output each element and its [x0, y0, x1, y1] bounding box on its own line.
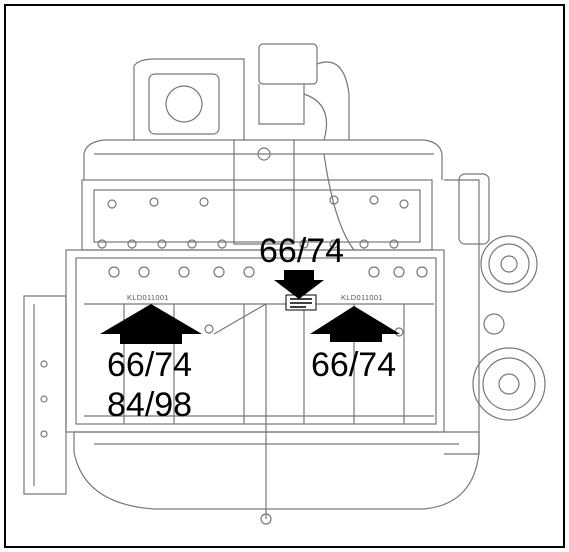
engine-diagram-frame: KLD011001 KLD011001 66/74 66/74 84/98 66…	[4, 4, 565, 548]
engine-diagram: KLD011001 KLD011001 66/74 66/74 84/98 66…	[4, 4, 565, 548]
thermostat-housing	[458, 173, 490, 245]
valve-cover	[83, 139, 443, 180]
oil-pan	[73, 431, 480, 510]
flywheel-housing	[23, 295, 67, 495]
front-cover	[444, 179, 480, 455]
left-callout-label-2: 84/98	[107, 386, 192, 424]
right-tag-text: KLD011001	[341, 293, 383, 302]
water-pump-pulley	[480, 235, 538, 293]
crankshaft-pulley	[472, 347, 546, 421]
right-arrow-up	[310, 306, 400, 342]
intake-manifold	[233, 140, 295, 245]
top-callout-label: 66/74	[259, 232, 344, 270]
dipstick-tube	[323, 153, 355, 251]
engine-linework	[23, 43, 546, 525]
head-bolts	[97, 195, 409, 249]
left-arrow-up	[100, 304, 202, 344]
top-arrow-down	[274, 270, 324, 299]
right-callout-label: 66/74	[311, 346, 396, 384]
idler-pulley	[483, 313, 505, 335]
left-tag-text: KLD011001	[127, 293, 169, 302]
turbo-housing	[133, 58, 245, 140]
left-callout-label-1: 66/74	[107, 346, 192, 384]
cylinder-head	[81, 179, 433, 251]
